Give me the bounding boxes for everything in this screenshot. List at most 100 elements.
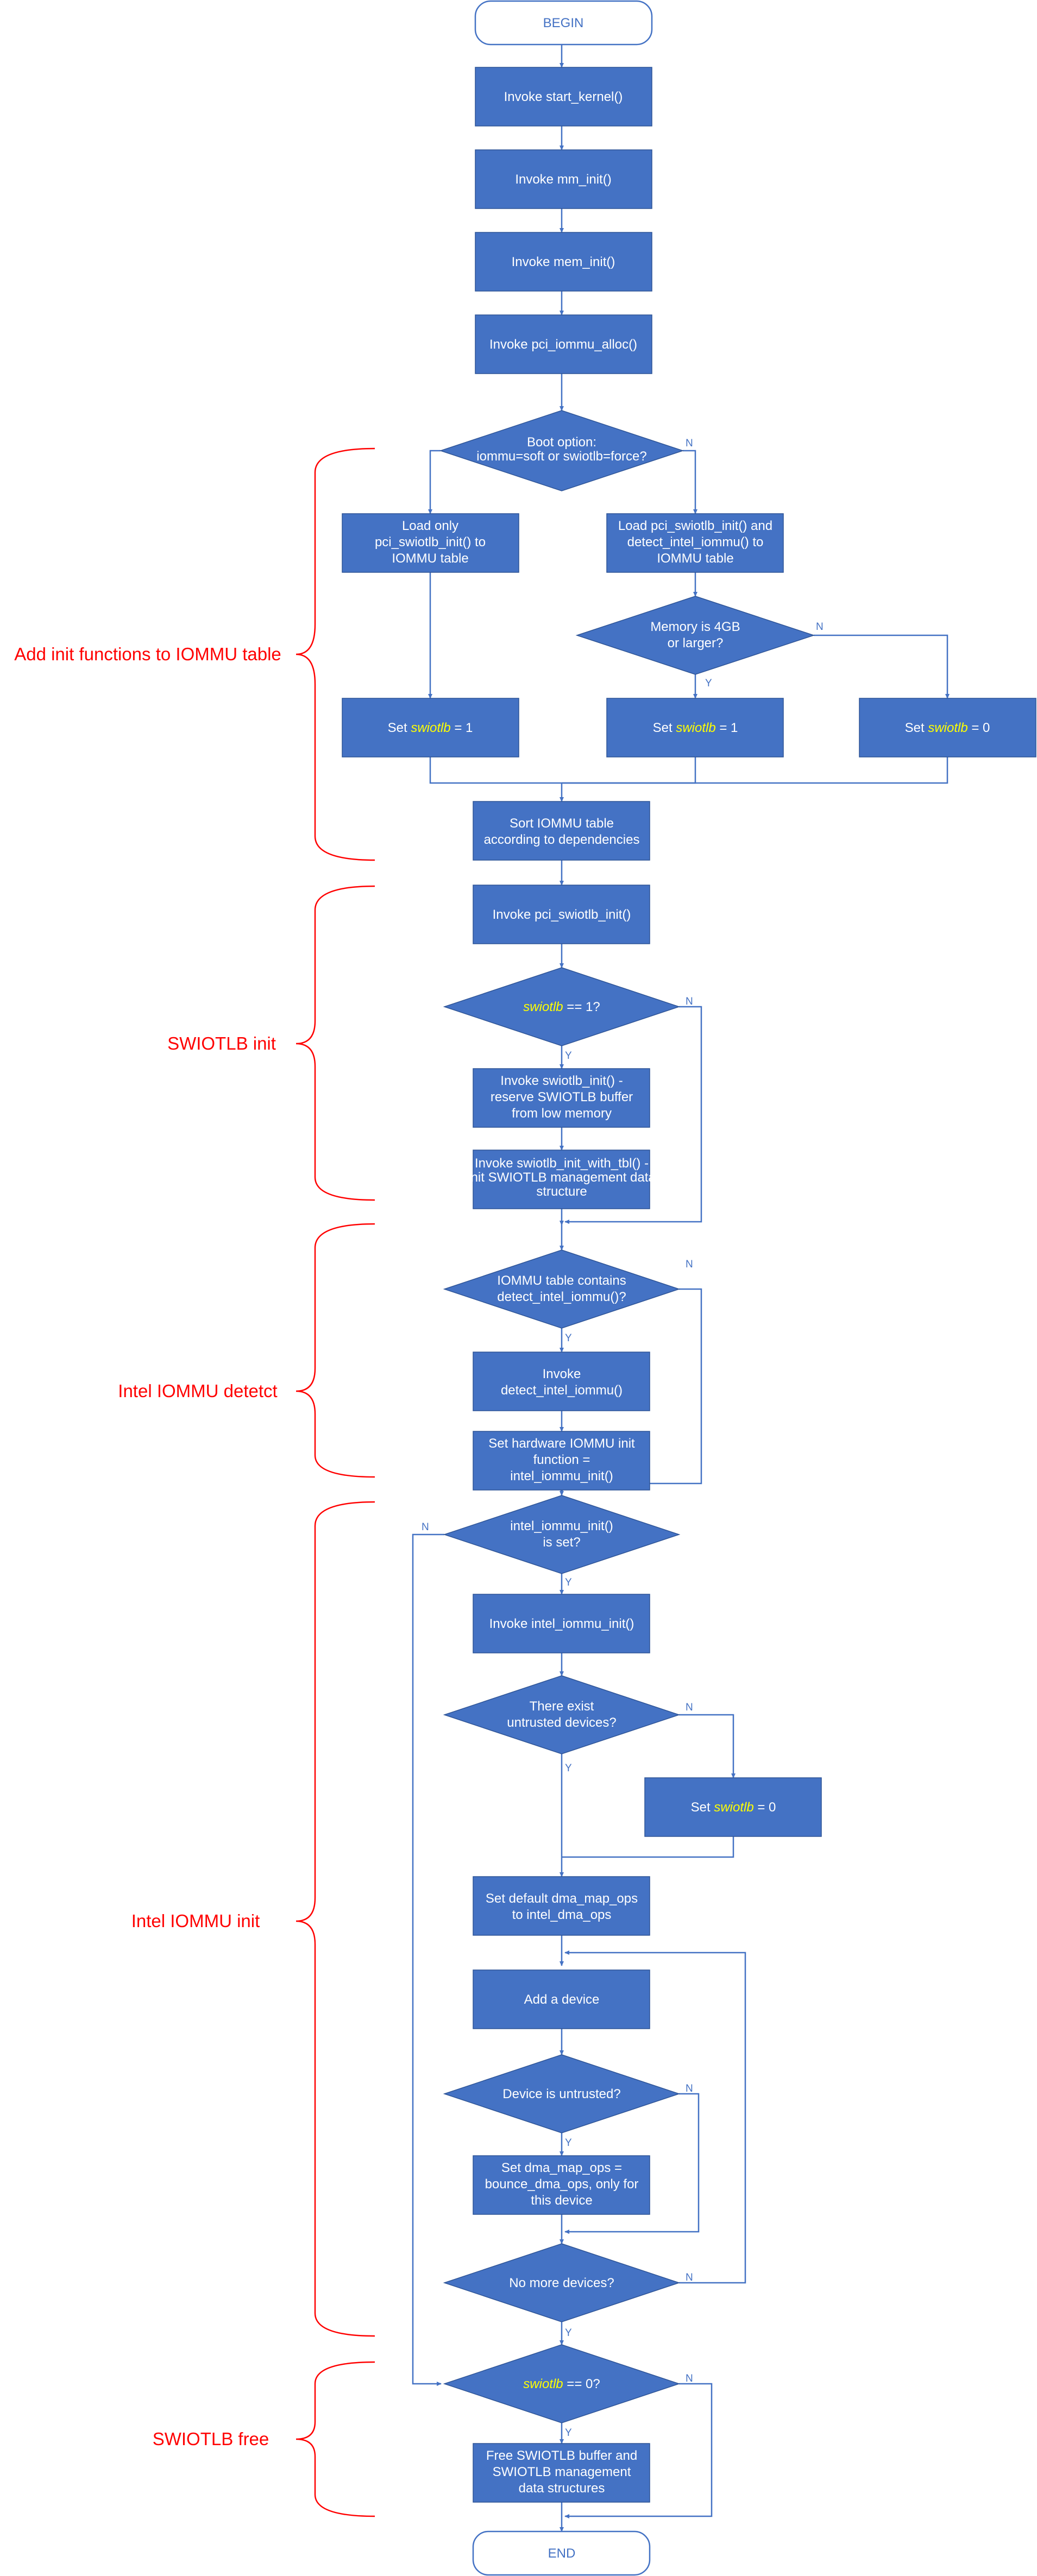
set-hw-init-line2: function = xyxy=(533,1453,590,1467)
set-swiotlb-1a-label: Set swiotlb = 1 xyxy=(388,721,473,735)
swiotlb-eq-0-diamond xyxy=(443,2344,681,2423)
load-both-box xyxy=(606,513,784,573)
set-hw-init-line1: Set hardware IOMMU init xyxy=(488,1436,635,1451)
mem-init-label: Invoke mem_init() xyxy=(512,255,615,269)
mem-init-box xyxy=(475,232,652,292)
swiotlb-with-tbl-line3: structure xyxy=(536,1184,587,1199)
free-swiotlb-line3: data structures xyxy=(519,2481,605,2496)
table-contains-line2: detect_intel_iommu()? xyxy=(497,1290,626,1304)
brace-intel-detect xyxy=(296,1223,375,1478)
intel-init-set-line2: is set? xyxy=(543,1535,580,1550)
boot-option-line2: iommu=soft or swiotlb=force? xyxy=(476,449,646,464)
label-y-swiotlb0: Y xyxy=(565,2427,572,2439)
brace-intel-init xyxy=(296,1501,375,2337)
swiotlb-init-with-tbl-box xyxy=(473,1150,650,1209)
start-kernel-box xyxy=(475,67,652,127)
label-n-dev: N xyxy=(686,2083,693,2094)
device-untrusted-label: Device is untrusted? xyxy=(502,2087,620,2101)
memory-4gb-line2: or larger? xyxy=(668,636,724,651)
label-y-nomore: Y xyxy=(565,2327,572,2339)
swiotlb-eq-0-label: swiotlb == 0? xyxy=(523,2377,600,2391)
detect-intel-box xyxy=(473,1352,650,1411)
label-y-swiotlb1: Y xyxy=(565,1050,572,1062)
load-both-line3: IOMMU table xyxy=(657,551,733,566)
bounce-ops-line1: Set dma_map_ops = xyxy=(501,2161,622,2175)
add-device-box xyxy=(473,1969,650,2029)
mm-init-label: Invoke mm_init() xyxy=(515,172,611,187)
intel-init-set-diamond xyxy=(443,1495,681,1574)
load-both-line2: detect_intel_iommu() to xyxy=(627,535,764,550)
swiotlb-with-tbl-line2: init SWIOTLB management data xyxy=(468,1170,656,1185)
invoke-intel-init-label: Invoke intel_iommu_init() xyxy=(489,1617,634,1631)
set-hw-init-box xyxy=(473,1431,650,1491)
intel-init-set-line1: intel_iommu_init() xyxy=(510,1519,613,1533)
label-y-intel_set: Y xyxy=(565,1577,572,1588)
edge-boot_option-no xyxy=(683,450,697,514)
pci-iommu-alloc-box xyxy=(475,314,652,374)
section-add-init: Add init functions to IOMMU table xyxy=(14,644,281,664)
edge-intel_init_set-no xyxy=(412,1533,444,2386)
load-only-line2: pci_swiotlb_init() to xyxy=(375,535,486,550)
swiotlb-eq-1-label: swiotlb == 1? xyxy=(523,1000,600,1014)
section-braces: Add init functions to IOMMU table SWIOTL… xyxy=(14,447,375,2517)
mm-init-box xyxy=(475,149,652,209)
detect-intel-line2: detect_intel_iommu() xyxy=(501,1383,623,1398)
brace-add-init xyxy=(296,447,375,861)
label-n-memory: N xyxy=(816,621,824,633)
default-ops-box xyxy=(473,1876,650,1936)
bounce-ops-line3: this device xyxy=(531,2193,592,2208)
end-label: END xyxy=(548,2546,576,2561)
set-swiotlb-1b-box xyxy=(606,698,784,757)
section-intel-init: Intel IOMMU init xyxy=(131,1911,260,1931)
edge-memory-no xyxy=(814,634,950,699)
swiotlb-init-line1: Invoke swiotlb_init() - xyxy=(500,1074,623,1088)
memory-4gb-line1: Memory is 4GB xyxy=(650,620,740,634)
sort-table-line2: according to dependencies xyxy=(484,832,640,847)
bounce-ops-box xyxy=(473,2155,650,2215)
edge-set1b-merge xyxy=(562,757,696,784)
edge-swiotlb0-no xyxy=(564,2383,713,2518)
table-contains-diamond xyxy=(443,1249,681,1329)
edge-labels: Y N Y N N Y N Y N Y N Y N Y N Y N Y xyxy=(422,438,824,2439)
free-swiotlb-line1: Free SWIOTLB buffer and xyxy=(486,2448,637,2463)
label-y-memory: Y xyxy=(705,678,712,689)
sort-table-line1: Sort IOMMU table xyxy=(510,816,614,831)
label-n-table: N xyxy=(686,1259,693,1270)
set-swiotlb-1b-label: Set swiotlb = 1 xyxy=(653,721,738,735)
brace-swiotlb-init xyxy=(296,885,375,1201)
pci-iommu-alloc-label: Invoke pci_iommu_alloc() xyxy=(489,337,637,352)
section-swiotlb-free: SWIOTLB free xyxy=(153,2429,269,2449)
label-n-boot: N xyxy=(686,438,693,449)
pci-swiotlb-init-box xyxy=(473,885,650,944)
load-only-box xyxy=(342,513,519,573)
label-n-swiotlb0: N xyxy=(686,2373,693,2384)
swiotlb-with-tbl-line1: Invoke swiotlb_init_with_tbl() - xyxy=(475,1156,649,1171)
edges xyxy=(412,45,950,2532)
set-swiotlb-0b-box xyxy=(644,1777,822,1837)
untrusted-exist-line2: untrusted devices? xyxy=(507,1715,616,1730)
edge-no_more-loop xyxy=(564,1950,746,2284)
label-y-untrusted: Y xyxy=(565,1763,572,1774)
swiotlb-init-line2: reserve SWIOTLB buffer xyxy=(491,1090,633,1104)
pci-swiotlb-init-label: Invoke pci_swiotlb_init() xyxy=(493,907,631,922)
label-n-nomore: N xyxy=(686,2272,693,2283)
default-ops-line1: Set default dma_map_ops xyxy=(486,1891,638,1906)
swiotlb-init-line3: from low memory xyxy=(512,1106,612,1121)
bounce-ops-line2: bounce_dma_ops, only for xyxy=(485,2177,639,2192)
add-device-label: Add a device xyxy=(524,1992,600,2007)
invoke-intel-init-box xyxy=(473,1594,650,1653)
set-swiotlb-0a-label: Set swiotlb = 0 xyxy=(905,721,990,735)
start-kernel-label: Invoke start_kernel() xyxy=(504,90,623,104)
default-ops-line2: to intel_dma_ops xyxy=(512,1908,612,1922)
begin-label: BEGIN xyxy=(543,16,584,30)
detect-intel-line1: Invoke xyxy=(543,1367,581,1381)
load-both-line1: Load pci_swiotlb_init() and xyxy=(618,519,772,533)
set-swiotlb-0a-box xyxy=(859,698,1036,757)
sort-table-box xyxy=(473,801,650,861)
label-y-dev: Y xyxy=(565,2137,572,2149)
end-terminal xyxy=(472,2530,651,2576)
nodes: BEGIN Invoke start_kernel() Invoke mm_in… xyxy=(342,0,1036,2576)
memory-4gb-diamond xyxy=(575,596,815,675)
label-y-table: Y xyxy=(565,1333,572,1344)
